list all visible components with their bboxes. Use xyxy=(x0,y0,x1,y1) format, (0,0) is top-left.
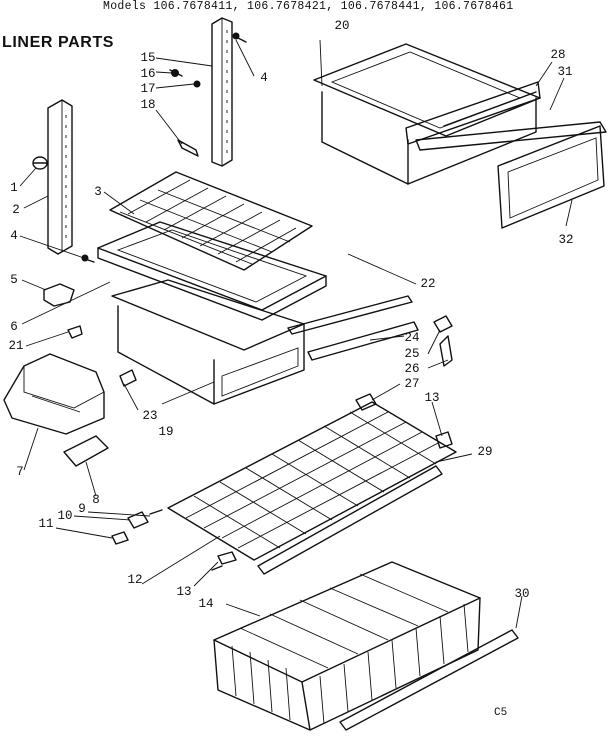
callout-12: 12 xyxy=(127,573,143,587)
callout-11: 11 xyxy=(38,517,54,531)
callout-4: 4 xyxy=(10,229,18,243)
section-title: LINER PARTS xyxy=(2,34,115,51)
callout-5: 5 xyxy=(10,273,18,287)
callout-19: 19 xyxy=(158,425,174,439)
door-bin xyxy=(3,353,109,467)
crisper-drawer xyxy=(111,279,305,405)
callout-1: 1 xyxy=(10,181,18,195)
callout-32: 32 xyxy=(558,233,574,247)
models-header: Models 106.7678411, 106.7678421, 106.767… xyxy=(103,0,514,13)
callout-25: 25 xyxy=(404,347,420,361)
callout-14: 14 xyxy=(198,597,214,611)
callout-2: 2 xyxy=(12,203,20,217)
callout-31: 31 xyxy=(557,65,573,79)
callout-7: 7 xyxy=(16,465,24,479)
callout-15: 15 xyxy=(140,51,156,65)
basket-rail xyxy=(339,629,519,731)
callout-3: 3 xyxy=(94,185,102,199)
callout-23: 23 xyxy=(142,409,158,423)
divider-bars xyxy=(287,295,419,361)
callout-20: 20 xyxy=(334,19,350,33)
callout-6: 6 xyxy=(10,320,18,334)
shelf-tray xyxy=(97,221,327,321)
callout-4b: 4 xyxy=(260,71,268,85)
support-bar xyxy=(257,465,443,575)
callout-10: 10 xyxy=(57,509,73,523)
callout-8: 8 xyxy=(92,493,100,507)
wire-basket xyxy=(213,561,481,731)
diagram-code: C5 xyxy=(494,707,508,719)
callout-28: 28 xyxy=(550,48,566,62)
callout-21: 21 xyxy=(8,339,24,353)
leader-lines xyxy=(19,39,573,629)
callout-22: 22 xyxy=(420,277,436,291)
meat-pan xyxy=(313,43,607,229)
callout-27: 27 xyxy=(404,377,420,391)
right-rail xyxy=(211,17,233,167)
callout-13b: 13 xyxy=(424,391,440,405)
callout-18: 18 xyxy=(140,98,156,112)
callout-9: 9 xyxy=(78,502,86,516)
callout-16: 16 xyxy=(140,67,156,81)
callout-29: 29 xyxy=(477,445,493,459)
callout-26: 26 xyxy=(404,362,420,376)
callout-13: 13 xyxy=(176,585,192,599)
callout-30: 30 xyxy=(514,587,530,601)
wire-shelf xyxy=(167,401,457,561)
callout-24: 24 xyxy=(404,331,420,345)
callout-17: 17 xyxy=(140,82,156,96)
left-rail xyxy=(47,99,73,255)
top-shelf xyxy=(109,171,313,271)
